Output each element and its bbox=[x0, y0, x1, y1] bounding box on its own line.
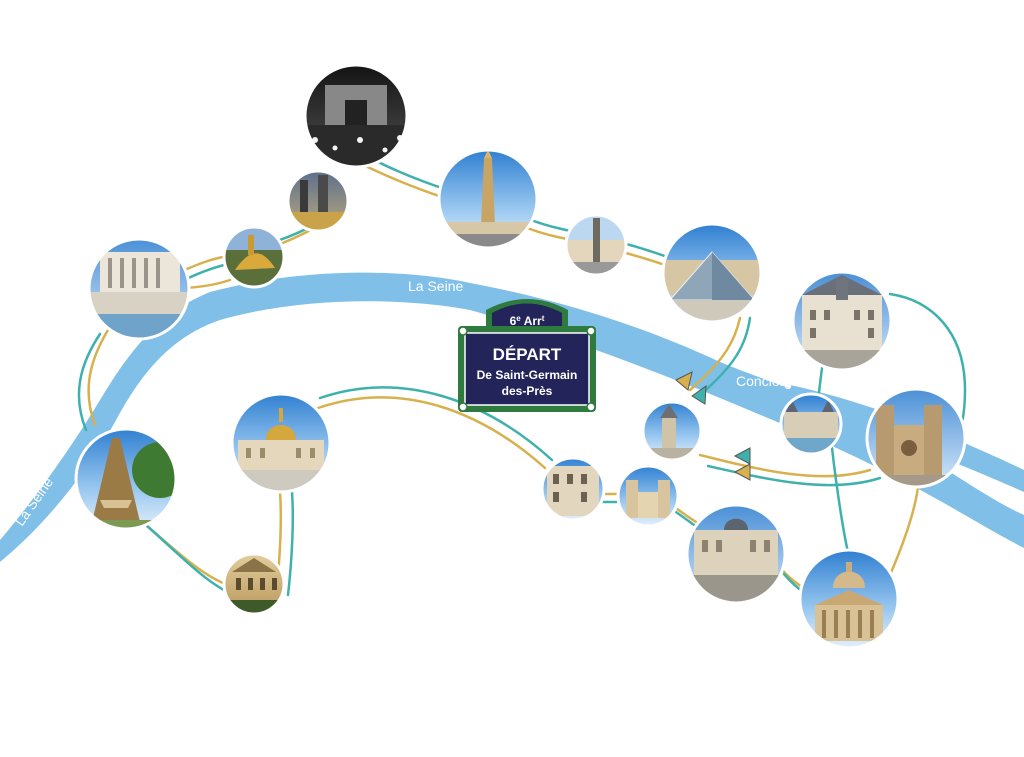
river-label-main: La Seine bbox=[408, 278, 463, 294]
landmark-saint-germain-des-pres[interactable] bbox=[641, 400, 703, 462]
landmark-grand-palais[interactable] bbox=[285, 169, 355, 240]
landmark-odeon[interactable] bbox=[540, 456, 606, 522]
river-label-cite: Concierg bbox=[736, 373, 792, 389]
landmark-hotel-de-ville[interactable] bbox=[791, 270, 893, 372]
landmark-palais-de-tokyo[interactable] bbox=[87, 237, 192, 342]
landmark-louvre-pyramid[interactable] bbox=[661, 222, 763, 324]
start-sign-line1: De Saint-Germain bbox=[477, 368, 578, 382]
landmark-les-invalides[interactable] bbox=[230, 392, 332, 494]
route-direction-arrows bbox=[675, 371, 751, 481]
landmark-arc-de-triomphe[interactable] bbox=[300, 60, 412, 175]
landmark-place-de-la-concorde[interactable] bbox=[437, 148, 539, 250]
landmark-pantheon[interactable] bbox=[798, 548, 900, 650]
start-sign-line2: des-Près bbox=[502, 384, 553, 398]
landmark-eiffel-tower[interactable] bbox=[74, 427, 188, 532]
landmark-ecole-militaire[interactable] bbox=[222, 552, 286, 616]
landmark-saint-sulpice[interactable] bbox=[616, 464, 680, 528]
landmark-notre-dame[interactable] bbox=[865, 387, 967, 489]
landmark-pont-alexandre-iii[interactable] bbox=[222, 225, 287, 290]
landmark-conciergerie[interactable] bbox=[779, 392, 843, 456]
landmark-senat-luxembourg[interactable] bbox=[685, 503, 787, 605]
landmark-place-vendome[interactable] bbox=[564, 213, 628, 277]
start-sign-title: DÉPART bbox=[493, 345, 562, 364]
